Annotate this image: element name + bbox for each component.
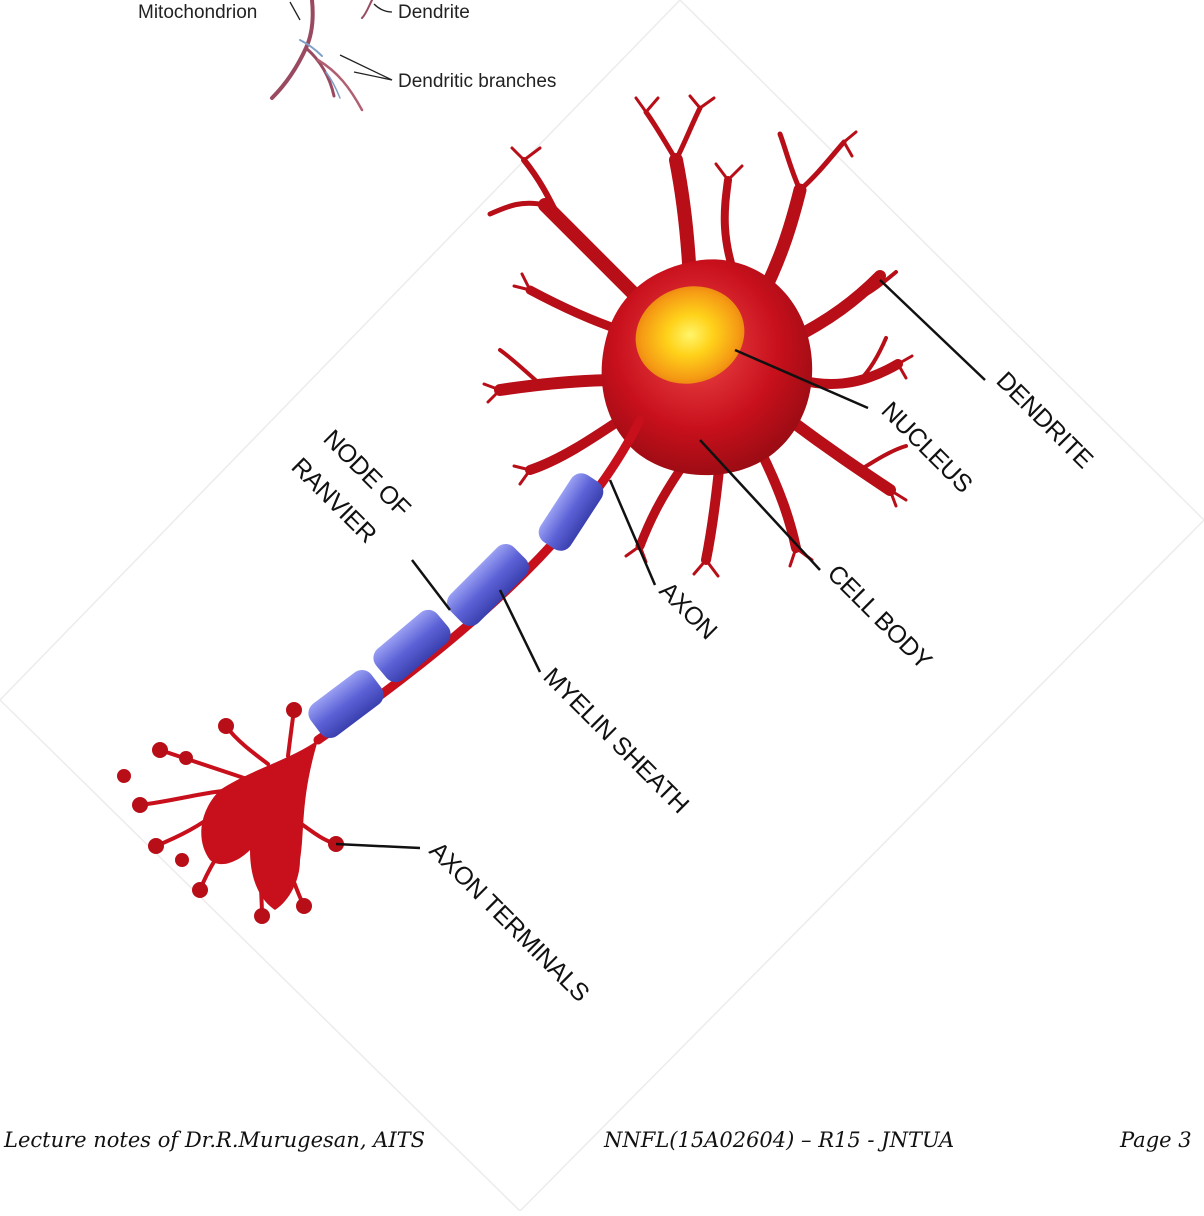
nucleus-leader [734, 348, 869, 410]
footer-middle-text: NNFL(15A02604) – R15 - JNTUA [604, 1128, 955, 1152]
myelin-sheath [308, 473, 604, 739]
dendritic-branches-label: Dendritic branches [398, 71, 556, 92]
page-footer: Lecture notes of Dr.R.Murugesan, AITS NN… [0, 1128, 1204, 1168]
cell-body-leader [699, 439, 821, 571]
leader-lines [335, 279, 986, 850]
mitochondrion-label: Mitochondrion [138, 2, 257, 23]
axon-leader [608, 479, 657, 586]
top-label-leaders [289, 1, 393, 81]
axon-label: AXON [654, 576, 722, 644]
top-dendrite-fragment [270, 0, 373, 112]
axon-terminals [117, 702, 344, 924]
myelin-leader [498, 589, 542, 673]
myelin-sheath-label: MYELIN SHEATH [538, 662, 694, 818]
cell-body-label: CELL BODY [822, 559, 938, 675]
axon-terminals-label: AXON TERMINALS [424, 836, 595, 1007]
axon [313, 415, 645, 745]
dendrite-leader [879, 279, 986, 381]
dendrite-top-label: Dendrite [398, 2, 470, 23]
nucleus [635, 286, 745, 384]
nucleus-label: NUCLEUS [876, 396, 978, 498]
footer-left-text: Lecture notes of Dr.R.Murugesan, AITS [4, 1128, 426, 1152]
dendrite-label: DENDRITE [991, 366, 1098, 473]
node-of-ranvier-leader [411, 559, 451, 611]
axon-terminals-leader [335, 842, 421, 850]
footer-page-number: Page 3 [1120, 1128, 1192, 1152]
